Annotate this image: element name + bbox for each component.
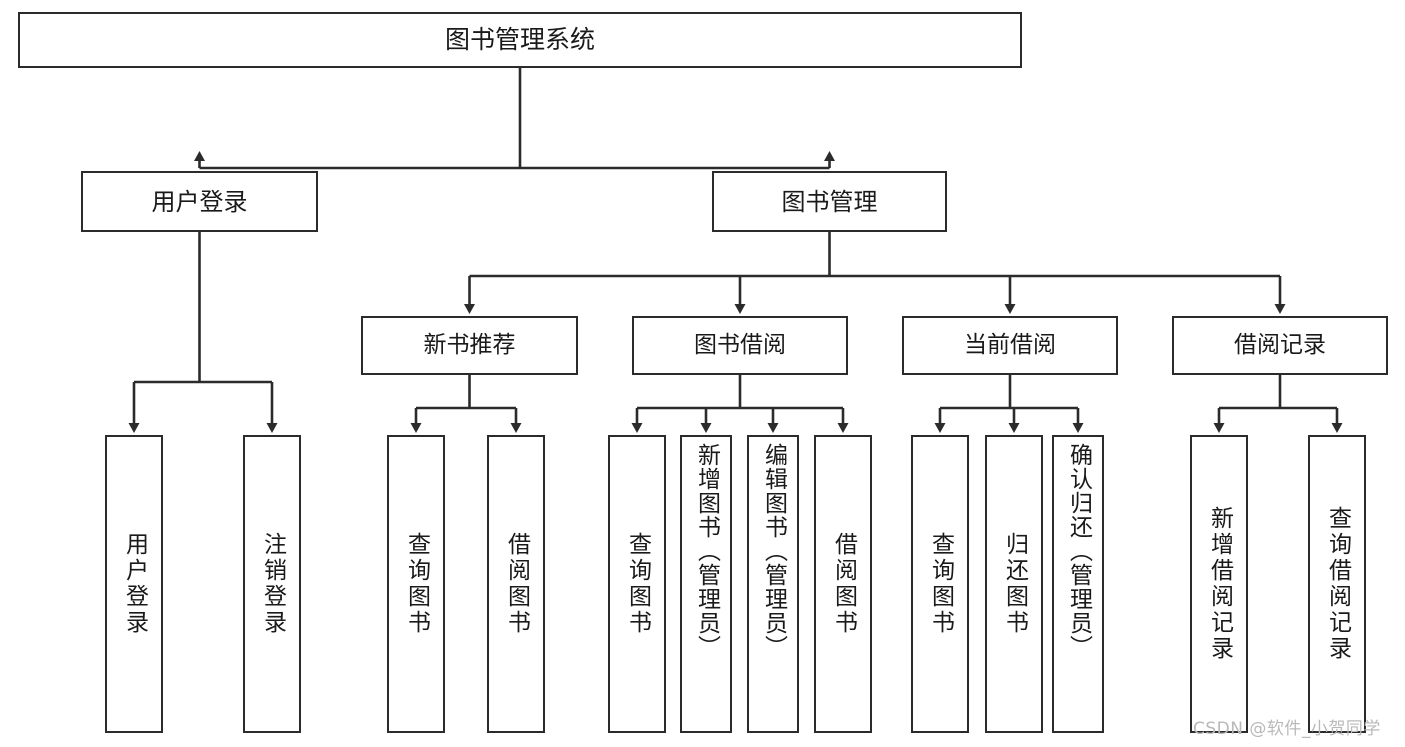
leaf-logout[interactable]: 注销登录: [243, 435, 301, 733]
leaf-query-borrow-record[interactable]: 查询借阅记录: [1308, 435, 1366, 733]
leaf-query-book-borrow[interactable]: 查询图书: [608, 435, 666, 733]
leaf-query-borrow-record-label: 查询借阅记录: [1324, 506, 1351, 662]
leaf-query-book-borrow-label: 查询图书: [624, 532, 651, 636]
leaf-edit-book-admin-label: 编辑图书（管理员）: [760, 443, 787, 659]
node-user-login-label: 用户登录: [151, 187, 248, 216]
leaf-add-book-admin[interactable]: 新增图书（管理员）: [680, 435, 732, 733]
node-borrow-records[interactable]: 借阅记录: [1172, 316, 1388, 375]
leaf-query-book-recommend-label: 查询图书: [403, 532, 430, 636]
node-borrow-records-label: 借阅记录: [1234, 332, 1326, 359]
node-new-book-recommend[interactable]: 新书推荐: [361, 316, 578, 375]
node-new-book-recommend-label: 新书推荐: [423, 332, 516, 359]
leaf-add-book-admin-label: 新增图书（管理员）: [693, 443, 720, 659]
node-root-label: 图书管理系统: [444, 25, 595, 55]
leaf-edit-book-admin[interactable]: 编辑图书（管理员）: [747, 435, 799, 733]
leaf-borrow-book-recommend[interactable]: 借阅图书: [487, 435, 545, 733]
leaf-borrow-book-recommend-label: 借阅图书: [503, 532, 530, 636]
watermark: CSDN @软件_小贺同学: [1193, 719, 1381, 739]
leaf-query-book-current-label: 查询图书: [927, 532, 954, 636]
node-current-borrow-label: 当前借阅: [964, 332, 1056, 359]
node-book-borrow-label: 图书借阅: [694, 332, 786, 359]
node-current-borrow[interactable]: 当前借阅: [902, 316, 1118, 375]
leaf-query-book-recommend[interactable]: 查询图书: [387, 435, 445, 733]
leaf-confirm-return-admin-label: 确认归还（管理员）: [1065, 443, 1092, 659]
leaf-return-book[interactable]: 归还图书: [985, 435, 1043, 733]
node-book-borrow[interactable]: 图书借阅: [632, 316, 848, 375]
node-book-management[interactable]: 图书管理: [712, 171, 947, 232]
leaf-query-book-current[interactable]: 查询图书: [911, 435, 969, 733]
node-root[interactable]: 图书管理系统: [18, 12, 1022, 68]
node-user-login[interactable]: 用户登录: [81, 171, 318, 232]
leaf-logout-label: 注销登录: [259, 532, 286, 636]
leaf-add-borrow-record-label: 新增借阅记录: [1206, 506, 1233, 662]
leaf-borrow-book-label: 借阅图书: [830, 532, 857, 636]
leaf-confirm-return-admin[interactable]: 确认归还（管理员）: [1052, 435, 1104, 733]
leaf-add-borrow-record[interactable]: 新增借阅记录: [1190, 435, 1248, 733]
leaf-user-login[interactable]: 用户登录: [105, 435, 163, 733]
leaf-user-login-label: 用户登录: [121, 532, 148, 636]
leaf-return-book-label: 归还图书: [1001, 532, 1028, 636]
node-book-management-label: 图书管理: [781, 187, 878, 216]
leaf-borrow-book[interactable]: 借阅图书: [814, 435, 872, 733]
